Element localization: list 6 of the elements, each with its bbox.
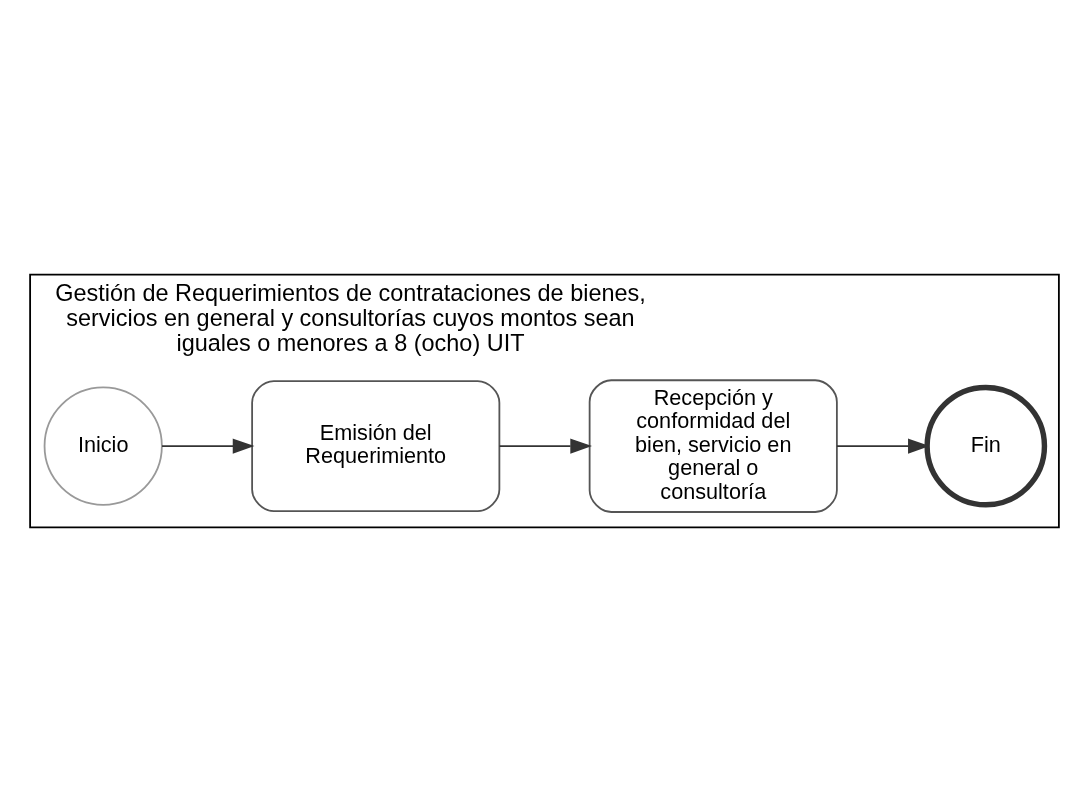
node-circle: Fin — [924, 384, 1048, 508]
node-box: Recepción y conformidad del bien, servicio en general o consultoría — [588, 379, 838, 513]
node-box: Emisión del Requerimiento — [251, 380, 501, 512]
arrow — [161, 438, 255, 454]
node-circle: Inicio — [43, 386, 163, 506]
arrow — [498, 438, 592, 454]
